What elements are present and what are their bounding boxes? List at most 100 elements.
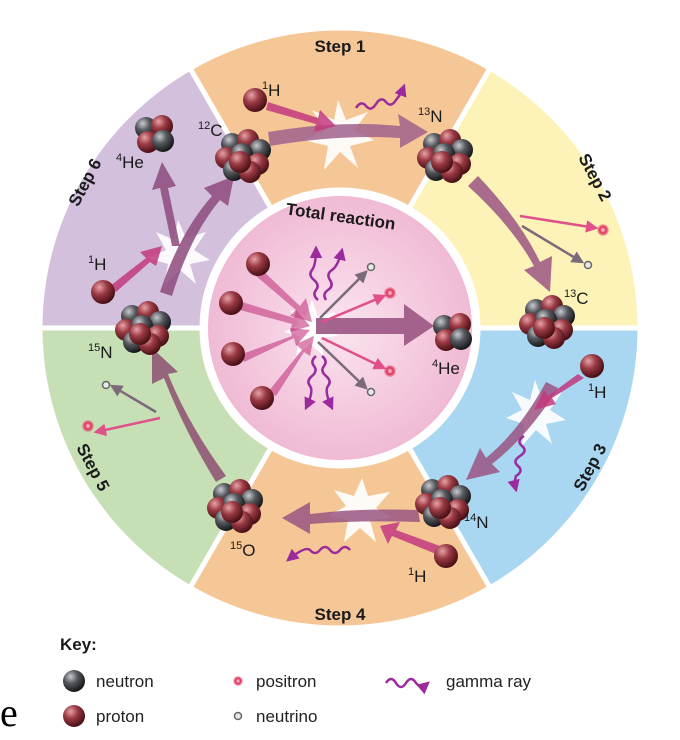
proton-center2 [219,291,243,315]
arrow-step6-h [110,246,162,292]
isotope-labels: 1H 13N 13C 1H 14N 1H 15O 15N 1H 12C 4He [88,80,606,586]
emission-arrows [93,214,599,436]
legend-gamma-label: gamma ray [446,672,532,691]
neutrino-arrow-center1 [319,270,368,319]
label-h1-step3: 1H [588,382,606,402]
gamma-center3 [304,355,317,411]
label-he4-total: 4He [432,358,460,378]
step-4-label: Step 4 [314,605,366,624]
proton [431,151,453,173]
label-h1-step6: 1H [88,254,106,274]
neutron [152,130,174,152]
arrow-step1-h [266,102,336,132]
legend-proton-swatch [63,705,85,727]
legend-positron-swatch [233,676,243,686]
single-protons [91,88,604,568]
gamma-center4 [321,355,334,411]
arrow-center-p1 [256,270,312,322]
arrow-step5-main [152,348,226,482]
proton-center1 [246,252,270,276]
arrow-step6-he [152,162,180,246]
positron-arrow-step5 [93,416,161,436]
positron-center2 [384,365,396,377]
label-n14: 14N [464,512,489,532]
proton-step1 [243,88,267,112]
legend-title: Key: [60,635,97,654]
gamma-step4 [286,545,351,562]
label-h1-step1: 1H [262,80,280,100]
proton-step3 [580,354,604,378]
label-h1-step4: 1H [408,566,426,586]
gamma-step1 [354,83,407,110]
nucleus-n14 [415,475,471,529]
nucleus-n13 [417,129,473,183]
arrow-step4-main [282,502,420,534]
arrow-step1-main [268,114,428,148]
legend-neutrino-swatch [233,711,243,721]
proton-center4 [250,386,274,410]
arrow-step3-h [534,374,584,410]
flash-step4 [328,478,392,542]
arrow-center-p4 [268,336,314,396]
nucleus-he4-total [433,313,472,351]
label-c13: 13C [564,288,589,308]
step-wedges [37,25,643,631]
arrow-step2-main [468,176,552,292]
proton-step4 [434,544,458,568]
nucleus-n15 [115,301,171,355]
legend-neutrino-label: neutrino [256,707,317,726]
positron-arrow-center1 [321,294,387,324]
nucleus-o15 [207,479,263,533]
arrow-step4-h [380,522,440,554]
legend-neutron-label: neutron [96,672,154,691]
nuclei [115,115,575,533]
label-c12: 12C [198,120,223,140]
legend-proton-label: proton [96,707,144,726]
neutrino-step5 [101,380,111,390]
label-n13: 13N [418,106,443,126]
arrow-center-p3 [242,328,310,362]
arrow-step6-main [160,176,234,296]
proton [533,317,555,339]
gamma-rays [286,83,526,562]
gamma-center2 [323,247,346,301]
proton [221,501,243,523]
neutrino-arrow-step5 [109,384,157,414]
neutrino-center1 [366,262,376,272]
small-particles [82,224,609,432]
label-n15: 15N [88,342,113,362]
arrow-step3-main [466,382,558,480]
proton [429,497,451,519]
reaction-arrows [110,102,584,554]
label-he4-step6: 4He [116,152,144,172]
proton-step6 [91,280,115,304]
legend-neutron-swatch [63,670,85,692]
proton-center3 [221,342,245,366]
nucleus-c12 [215,129,271,183]
step-1-label: Step 1 [314,37,365,56]
neutrino-center2 [366,387,376,397]
positron-step2 [597,224,609,236]
edge-letter: e [0,690,18,735]
legend-positron-label: positron [256,672,316,691]
neutrino-arrow-step2 [521,224,585,264]
legend: Key: neutron positron gamma ray proton n… [60,635,532,727]
positron-center1 [384,287,396,299]
legend-gamma-swatch [384,677,430,695]
label-o15: 15O [230,540,255,560]
neutrino-step2 [583,260,593,270]
positron-arrow-step2 [519,214,599,233]
nucleus-c13 [519,295,575,349]
nucleus-he4-step6 [135,115,174,153]
gamma-center1 [309,245,323,301]
proton [129,323,151,345]
neutron [450,328,472,350]
proton [229,151,251,173]
arrow-center-p2 [240,302,310,332]
positron-step5 [82,420,94,432]
arrow-center-he [316,304,434,346]
neutrino-arrow-center2 [317,341,368,390]
gamma-step3 [507,434,526,493]
positron-arrow-center2 [321,336,387,370]
